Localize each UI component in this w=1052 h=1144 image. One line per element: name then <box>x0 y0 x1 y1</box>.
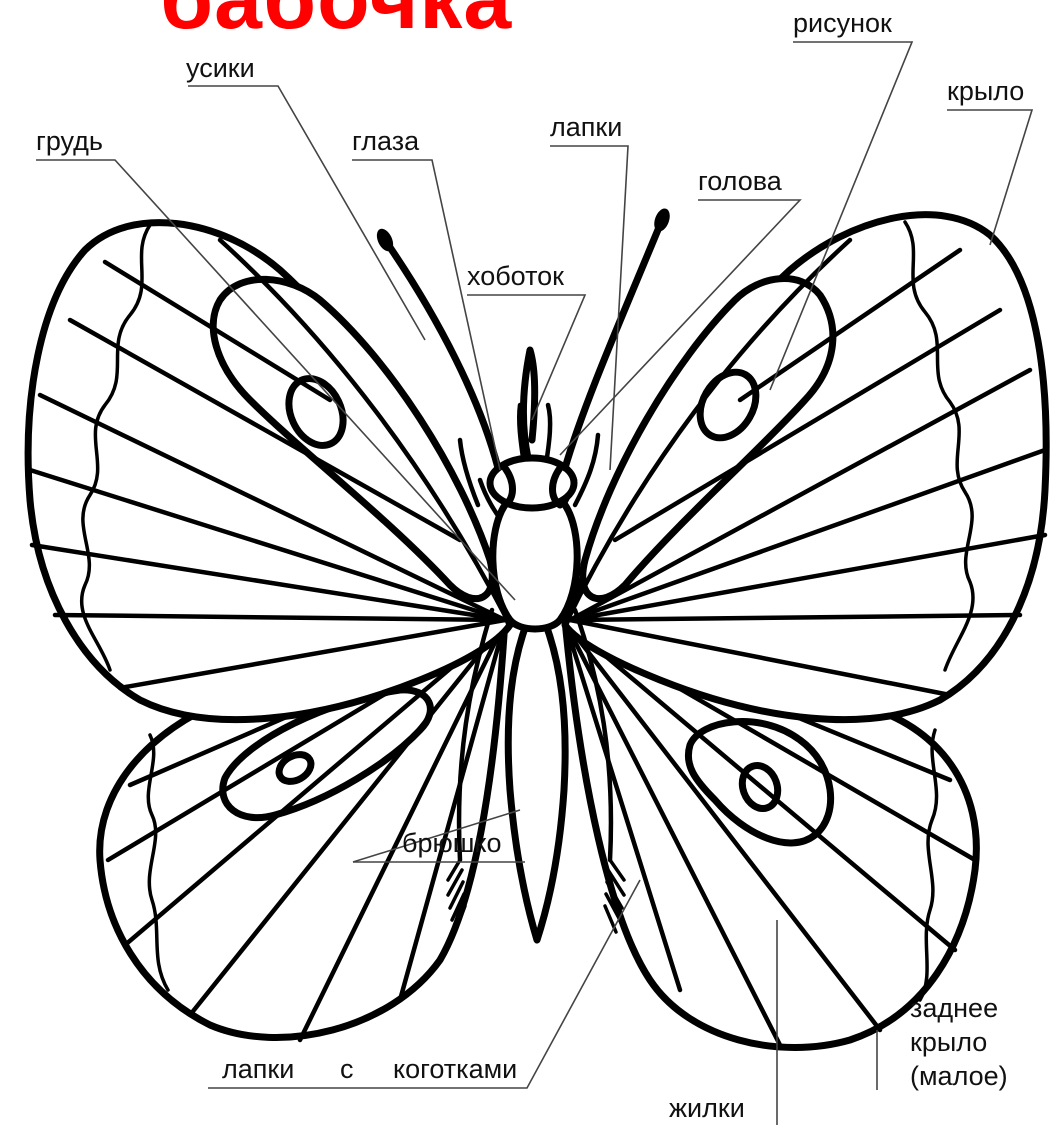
label-veins: жилки <box>669 1095 745 1122</box>
label-eyes: глаза <box>352 128 419 155</box>
label-antennae: усики <box>186 55 255 82</box>
label-proboscis: хоботок <box>467 263 564 290</box>
right-fore-wing <box>565 215 1046 720</box>
label-legs: лапки <box>550 114 622 141</box>
label-head: голова <box>698 168 782 195</box>
label-legs-with-claws-1: лапки <box>222 1056 294 1083</box>
label-legs-with-claws-3: коготками <box>393 1056 517 1083</box>
label-hind-wing: заднее крыло (малое) <box>910 992 1008 1093</box>
label-thorax: грудь <box>36 128 103 155</box>
label-abdomen: брюшко <box>402 830 502 857</box>
label-hind-wing-line1: заднее <box>910 992 1008 1026</box>
label-hind-wing-line3: (малое) <box>910 1060 1008 1094</box>
left-fore-wing <box>28 223 510 720</box>
label-wing: крыло <box>947 78 1024 105</box>
label-legs-with-claws-2: с <box>340 1056 354 1083</box>
label-pattern: рисунок <box>793 10 892 37</box>
label-hind-wing-line2: крыло <box>910 1026 1008 1060</box>
